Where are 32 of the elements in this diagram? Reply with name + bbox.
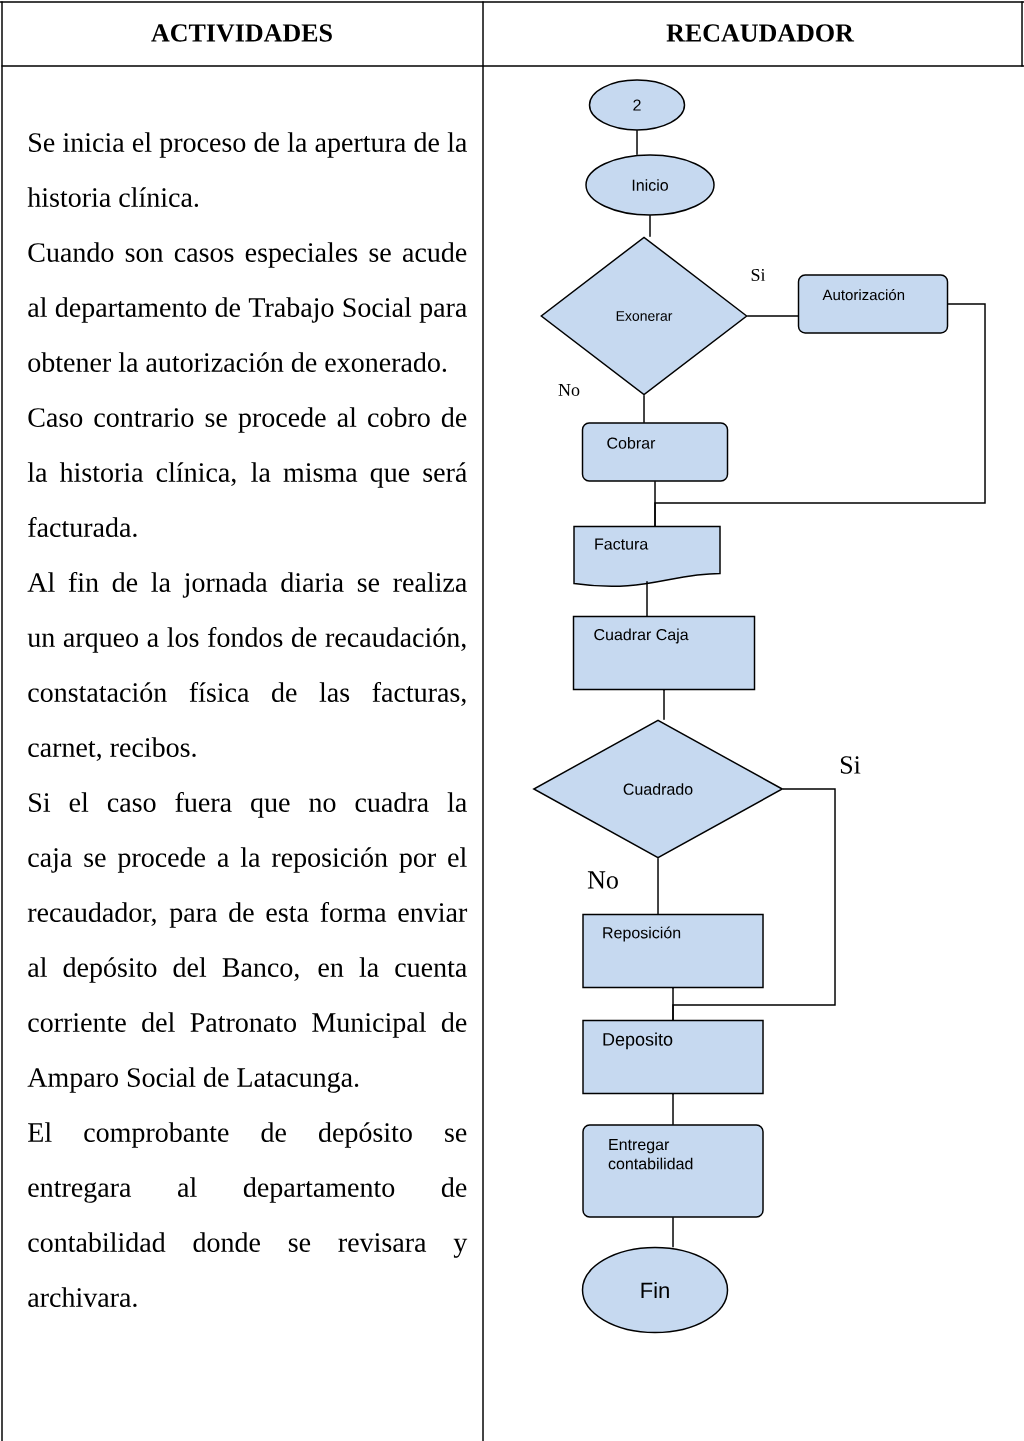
paragraph: El comprobante de depósito se entregara al departamento de contabilidad donde se revisara y archivara.	[28, 1122, 468, 1308]
terminator-oval: Fin	[581, 1246, 729, 1334]
paragraph: Caso contrario se procede al cobro de la historia clínica, la misma que será facturada.	[27, 407, 467, 538]
connector-line	[646, 581, 648, 617]
connector-line	[663, 689, 665, 720]
process-box: Entregar contabilidad	[582, 1124, 764, 1218]
edge-label: Si	[837, 754, 863, 776]
edge-label: Si	[749, 267, 767, 283]
connector-line	[636, 130, 638, 155]
paragraph: Cuando son casos especiales se acude al departamento de Trabajo Social para obtener la autorización de exonerado.	[28, 242, 467, 373]
paragraph: Al fin de la jornada diaria se realiza un arqueo a los fondos de recaudación, constatación física de las facturas, carnet, recibos.	[27, 572, 467, 761]
column-header: RECAUDADOR	[666, 24, 855, 42]
process-box: Cuadrar Caja	[572, 615, 756, 691]
connector-line	[649, 215, 651, 237]
process-box: Reposición	[582, 913, 764, 989]
paragraph: Si el caso fuera que no cuadra la caja se procede a la reposición por el recaudador, para de esta forma enviar al depósito del Banco, en la cuenta corriente del Patronato Municipal de Amparo Social de Latacunga.	[27, 792, 468, 1093]
paragraph: Se inicia el proceso de la apertura de la historia clínica.	[27, 132, 467, 208]
edge-label: No	[556, 382, 582, 398]
connector-line	[672, 987, 674, 1021]
process-box: Autorización	[797, 274, 949, 334]
connector-line	[657, 858, 659, 915]
process-box: Deposito	[582, 1019, 764, 1095]
process-box: Cobrar	[581, 422, 729, 482]
connector-line	[643, 395, 645, 423]
edge-label: No	[585, 870, 621, 890]
connector-line	[672, 1217, 674, 1248]
terminator-oval: 2	[588, 79, 686, 131]
connector-line	[747, 315, 799, 317]
terminator-oval: Inicio	[585, 154, 715, 216]
connector-line	[654, 481, 656, 527]
connector-line	[672, 1093, 674, 1125]
column-header: ACTIVIDADES	[151, 24, 332, 42]
